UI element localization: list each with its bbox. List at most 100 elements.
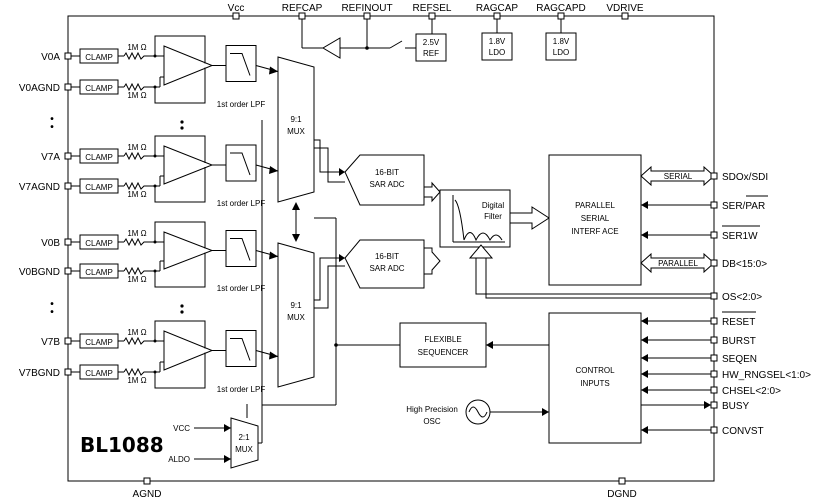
ldo-block-2 <box>545 32 577 61</box>
resistor-label: 1M Ω <box>127 91 146 100</box>
opamp <box>163 330 214 371</box>
ldo-block-1 <box>481 32 513 61</box>
ldo2-label-1: 1.8V <box>553 37 570 46</box>
mux-link-arrow <box>292 202 300 242</box>
mux-b-label-2: MUX <box>287 313 305 322</box>
parallel-bus: PARALLEL <box>640 252 715 274</box>
mux21-input-aldo: ALDO <box>168 455 190 464</box>
adc-b-label-1: 16-BIT <box>375 252 399 261</box>
pin-hwrng: HW_RNGSEL<1:0> <box>722 370 811 381</box>
pin-db: DB<15:0> <box>722 259 767 270</box>
adc-a: 16-BIT SAR ADC <box>344 154 425 206</box>
pin-v7a: V7A <box>41 152 60 163</box>
clamp-label: CLAMP <box>85 239 113 248</box>
mux-b-label-1: 9:1 <box>290 301 302 310</box>
clamp-label: CLAMP <box>85 183 113 192</box>
parallel-bus-label: PARALLEL <box>658 259 698 268</box>
lpf-block <box>225 45 257 82</box>
control-inputs: CONTROL INPUTS <box>548 312 642 444</box>
pin-ragcapd: RAGCAPD <box>536 3 585 14</box>
pin-agnd: AGND <box>133 489 162 500</box>
seq-label-2: SEQUENCER <box>418 348 469 357</box>
opamp <box>163 45 214 86</box>
ldo2-label-2: LDO <box>553 48 569 57</box>
pin-refsel: REFSEL <box>413 3 452 14</box>
opamp <box>163 145 214 185</box>
lpf-label: 1st order LPF <box>217 199 266 208</box>
clamp-label: CLAMP <box>85 268 113 277</box>
pin-v0b: V0B <box>41 238 60 249</box>
resistor-label: 1M Ω <box>127 229 146 238</box>
pin-ser1w: SER1W <box>722 231 758 242</box>
pin-seqen: SEQEN <box>722 354 757 365</box>
pin-dgnd: DGND <box>607 489 636 500</box>
clamp-label: CLAMP <box>85 369 113 378</box>
pin-vcc: Vcc <box>228 3 245 14</box>
clamp-label: CLAMP <box>85 53 113 62</box>
bottom-pins: AGND DGND <box>133 477 637 500</box>
dots-2: • <box>50 122 54 133</box>
pin-ragcap: RAGCAP <box>476 3 519 14</box>
psi-label-3: INTERF ACE <box>571 227 618 236</box>
pin-vdrive: VDRIVE <box>606 3 644 14</box>
resistor-label: 1M Ω <box>127 275 146 284</box>
pin-v0a: V0A <box>41 52 60 63</box>
adc-b: 16-BIT SAR ADC <box>344 239 425 289</box>
chip-name: BL1088 <box>80 433 164 457</box>
mux21-label-2: MUX <box>235 445 253 454</box>
pin-sdo: SDOx/SDI <box>722 172 768 183</box>
lpf-block <box>225 330 257 367</box>
adc-to-filter-arrows <box>423 181 441 275</box>
pin-v0bgnd: V0BGND <box>19 267 60 278</box>
lpf-label: 1st order LPF <box>217 385 266 394</box>
psi-label-2: SERIAL <box>581 214 610 223</box>
mux21-input-vcc: VCC <box>173 424 190 433</box>
resistor-label: 1M Ω <box>127 328 146 337</box>
filter-label-1: Digital <box>482 201 504 210</box>
pin-reset: RESET <box>722 317 755 328</box>
filter-to-interface-arrow <box>509 206 550 230</box>
resistor-label: 1M Ω <box>127 190 146 199</box>
pin-burst: BURST <box>722 336 756 347</box>
parallel-serial-interface: PARALLEL SERIAL INTERF ACE <box>548 154 642 286</box>
oscillator: High Precision OSC <box>406 399 549 426</box>
mux-a-label-1: 9:1 <box>290 115 302 124</box>
adc-b-label-2: SAR ADC <box>369 264 404 273</box>
digital-filter: Digital Filter <box>439 189 511 248</box>
osc-label-1: High Precision <box>406 405 458 414</box>
ref-label-1: 2.5V <box>423 38 440 47</box>
pin-refcap: REFCAP <box>282 3 323 14</box>
pin-v7bgnd: V7BGND <box>19 368 60 379</box>
top-pins: Vcc REFCAP REFINOUT REFSEL RAGCAP RAGCAP… <box>228 3 644 20</box>
pin-busy: BUSY <box>722 401 750 412</box>
flexible-sequencer: FLEXIBLE SEQUENCER <box>399 322 549 368</box>
pin-refinout: REFINOUT <box>341 3 392 14</box>
pin-v7b: V7B <box>41 337 60 348</box>
dots-3: • <box>50 299 54 310</box>
osc-label-2: OSC <box>423 417 441 426</box>
mux-a-label-2: MUX <box>287 127 305 136</box>
serial-bus: SERIAL <box>640 165 715 187</box>
dots-4: • <box>50 307 54 318</box>
input-channels: CLAMP 1M Ω CLAMP 1M Ω 1st order LPF CLAMP 1M Ω… <box>71 35 279 394</box>
mux-2-1: 2:1 MUX VCC ALDO <box>168 120 263 469</box>
lpf-block <box>225 230 257 267</box>
serial-bus-label: SERIAL <box>664 172 693 181</box>
dots-1: • <box>50 114 54 125</box>
left-pins: V0A V0AGND • • V7A V7AGND V0B V0BGND • •… <box>19 52 72 379</box>
reference-network: 2.5V REF 1.8V LDO 1.8V LDO <box>301 19 577 62</box>
right-pins: SDOx/SDISER/PARSER1WDB<15:0>OS<2:0>RESET… <box>641 172 811 437</box>
clamp-label: CLAMP <box>85 84 113 93</box>
mux-to-adc-wires <box>262 139 400 406</box>
pin-v0agnd: V0AGND <box>19 83 60 94</box>
adc-a-label-1: 16-BIT <box>375 168 399 177</box>
ctrl-label-2: INPUTS <box>580 379 609 388</box>
mux-b: 9:1 MUX <box>277 242 315 388</box>
ldo1-label-1: 1.8V <box>489 37 506 46</box>
ctrl-label-1: CONTROL <box>575 366 615 375</box>
chip-outline <box>67 15 715 482</box>
